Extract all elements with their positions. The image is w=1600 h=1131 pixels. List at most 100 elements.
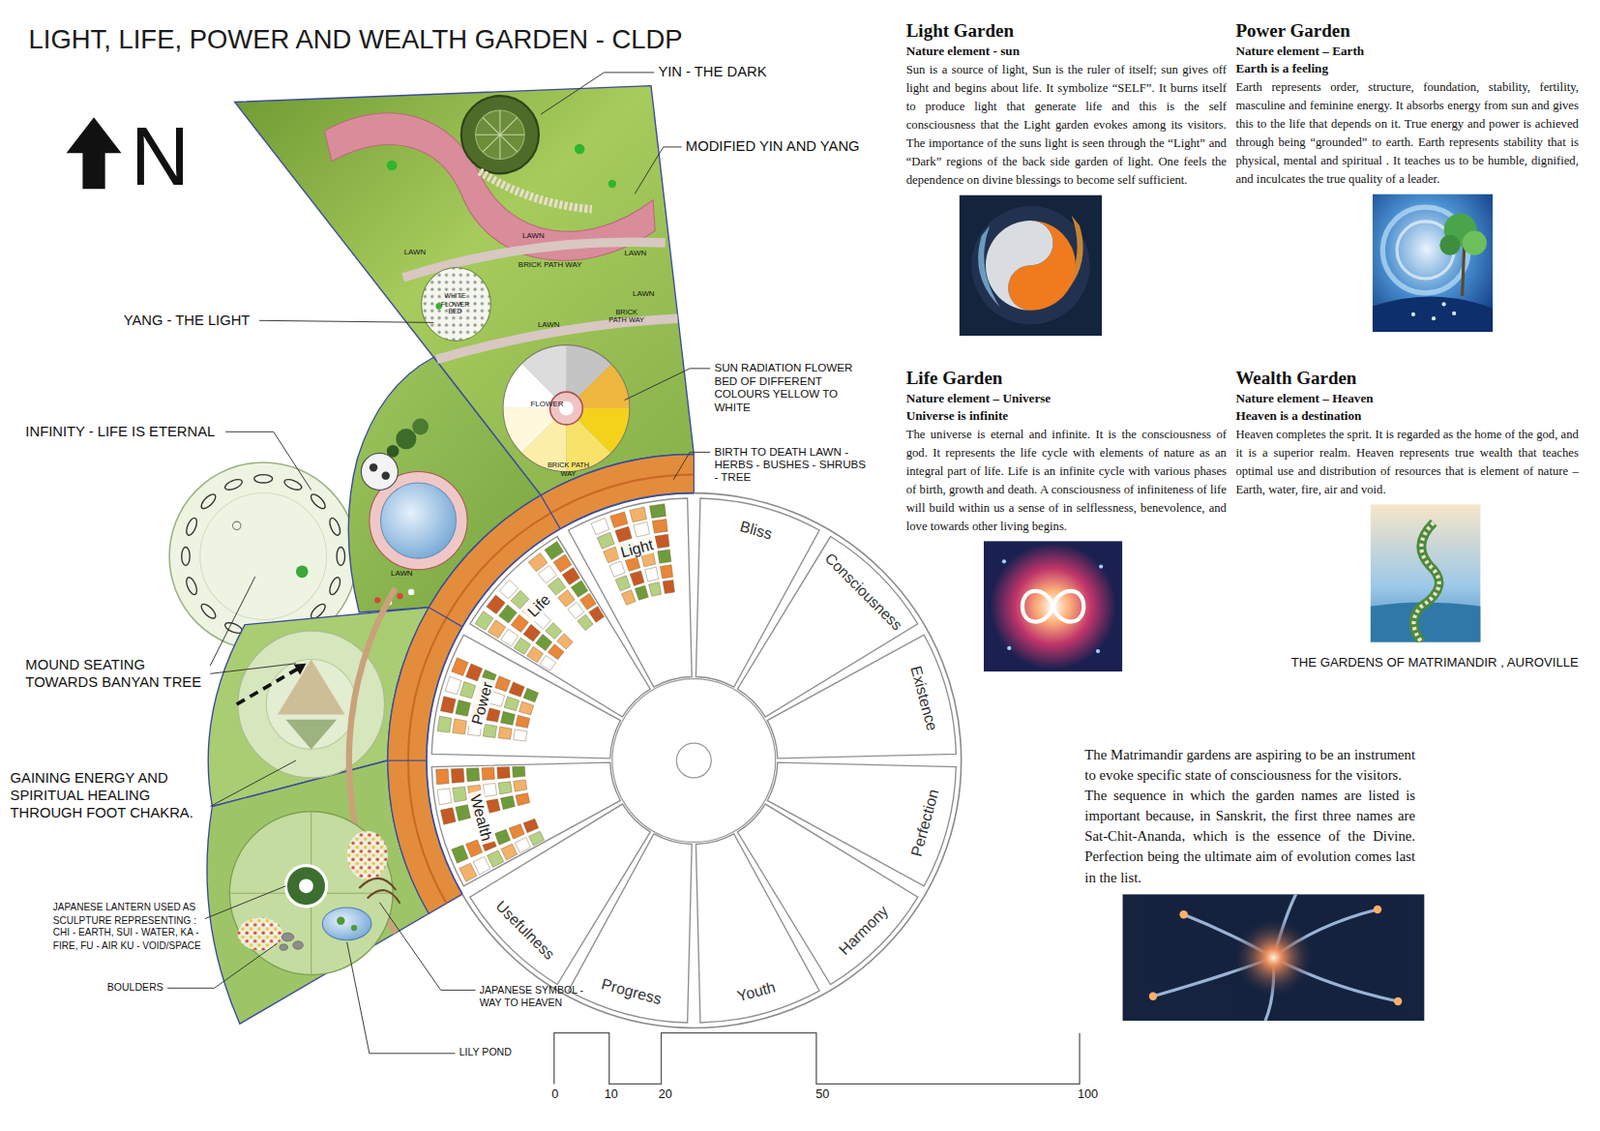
paving-tile	[558, 590, 576, 608]
panel-body: The universe is eternal and infinite. It…	[906, 424, 1227, 535]
paving-tile	[466, 768, 480, 782]
earth-image-part-part	[1451, 311, 1456, 316]
paving-tile	[523, 818, 539, 833]
callout-text: SUN RADIATION FLOWER BED OF DIFFERENT CO…	[713, 360, 876, 415]
paving-tile	[494, 676, 510, 692]
panel-subheading: Nature element – Universe	[906, 389, 1227, 408]
site-plan-part-part	[574, 144, 586, 155]
area-label: LAWN	[404, 246, 427, 256]
paving-tile	[486, 850, 504, 868]
paving-tile	[570, 580, 588, 597]
text-column: Power GardenNature element – EarthEarth …	[1235, 18, 1578, 671]
callout-text: JAPANESE SYMBOL - WAY TO HEAVEN	[479, 982, 594, 1009]
paving-tile	[650, 503, 667, 519]
paving-tile	[649, 582, 662, 597]
yin-yang-image-part	[959, 195, 1103, 337]
yin-yang-image	[959, 195, 1103, 337]
area-label: BRICK PATH WAY	[606, 308, 648, 326]
site-plan-part-part	[209, 760, 297, 806]
site-plan-part	[475, 110, 526, 160]
site-plan-part	[421, 266, 492, 341]
earth-image-part	[1411, 301, 1456, 321]
segment-shape	[695, 833, 820, 1023]
paving-tile	[487, 620, 505, 639]
segment-outline	[467, 533, 653, 720]
site-plan-part	[282, 476, 303, 492]
paving-tile	[515, 793, 531, 806]
site-plan-part	[229, 811, 393, 976]
paving-tile	[497, 767, 510, 779]
earth-image	[1372, 193, 1493, 331]
site-plan-part	[266, 659, 356, 750]
earth-image-part-part	[1411, 312, 1416, 317]
site-plan-part	[479, 171, 593, 209]
paving-tile	[591, 517, 610, 534]
panel-heading: Wealth Garden	[1235, 365, 1578, 390]
heaven-image-part	[1413, 522, 1439, 642]
paving-tile	[452, 718, 468, 735]
callout-text: MODIFIED YIN AND YANG	[685, 137, 860, 155]
paving-tile	[629, 570, 645, 587]
paving-tile	[609, 561, 625, 577]
site-plan-part	[199, 492, 218, 511]
paving-tile	[451, 657, 469, 677]
paving-tile	[529, 830, 545, 846]
infinity-image-part-part	[1007, 646, 1011, 651]
paving-tile	[634, 585, 649, 600]
paving-tile	[596, 532, 615, 549]
panel-body: Heaven completes the sprit. It is regard…	[1235, 424, 1578, 499]
neuron-image-part-part	[1393, 997, 1402, 1006]
panel: Wealth GardenNature element – HeavenHeav…	[1235, 365, 1578, 643]
site-plan-part	[66, 117, 122, 189]
panel-subheading: Earth is a feeling	[1235, 59, 1578, 78]
paving-tile	[501, 796, 516, 810]
paving-tile	[501, 628, 519, 647]
paving-tile	[513, 779, 528, 792]
site-plan-part	[327, 575, 343, 596]
area-label: LAWN	[537, 319, 561, 328]
callout-text: LILY POND	[459, 1045, 512, 1059]
page-title: LIGHT, LIFE, POWER AND WEALTH GARDEN - C…	[29, 22, 683, 56]
paving-tile	[473, 857, 491, 875]
paving-tile	[482, 783, 497, 798]
paving-tile	[580, 592, 597, 610]
paving-tile	[615, 526, 632, 542]
site-plan-part	[167, 72, 711, 1054]
paving-tile	[444, 676, 462, 694]
scale-number: 20	[658, 1087, 673, 1102]
paving-tile	[513, 729, 528, 741]
panel-subheading: Nature element - sun	[906, 42, 1227, 60]
scale-number: 100	[1077, 1087, 1098, 1102]
infinity-image-part	[983, 540, 1123, 672]
neuron-image-part-part	[1149, 992, 1157, 1001]
panel: Power GardenNature element – EarthEarth …	[1235, 18, 1578, 366]
wheel-segment: Youth	[693, 830, 823, 1025]
site-plan-part	[336, 916, 345, 924]
site-plan-part	[181, 547, 190, 566]
site-plan-part	[336, 547, 345, 566]
site-plan-part-part	[281, 932, 295, 941]
panel-subheading: Heaven is a destination	[1235, 407, 1578, 425]
site-plan-part	[308, 492, 327, 511]
callout-text: YIN - THE DARK	[657, 62, 767, 81]
infinity-image-part	[989, 542, 1117, 670]
paving-tile	[455, 804, 472, 822]
segment-shape	[470, 536, 651, 717]
site-plan-part-part	[225, 431, 312, 490]
site-plan-part	[360, 452, 398, 490]
site-plan-part	[395, 428, 416, 449]
site-plan-part-part	[673, 451, 711, 479]
neuron-image-part	[1149, 905, 1403, 1006]
paving-tile	[589, 606, 605, 623]
earth-image-part	[1462, 244, 1465, 297]
text-column: Light GardenNature element - sunSun is a…	[906, 18, 1227, 672]
segment-shape	[431, 762, 621, 887]
callout-text: YANG - THE LIGHT	[123, 311, 251, 329]
site-plan-part-part	[209, 663, 297, 675]
site-plan-part	[322, 907, 372, 941]
neuron-image-part	[1153, 893, 1398, 1021]
site-plan-part	[254, 474, 273, 483]
paving-tile	[510, 614, 529, 632]
site-plan-part	[382, 471, 390, 479]
